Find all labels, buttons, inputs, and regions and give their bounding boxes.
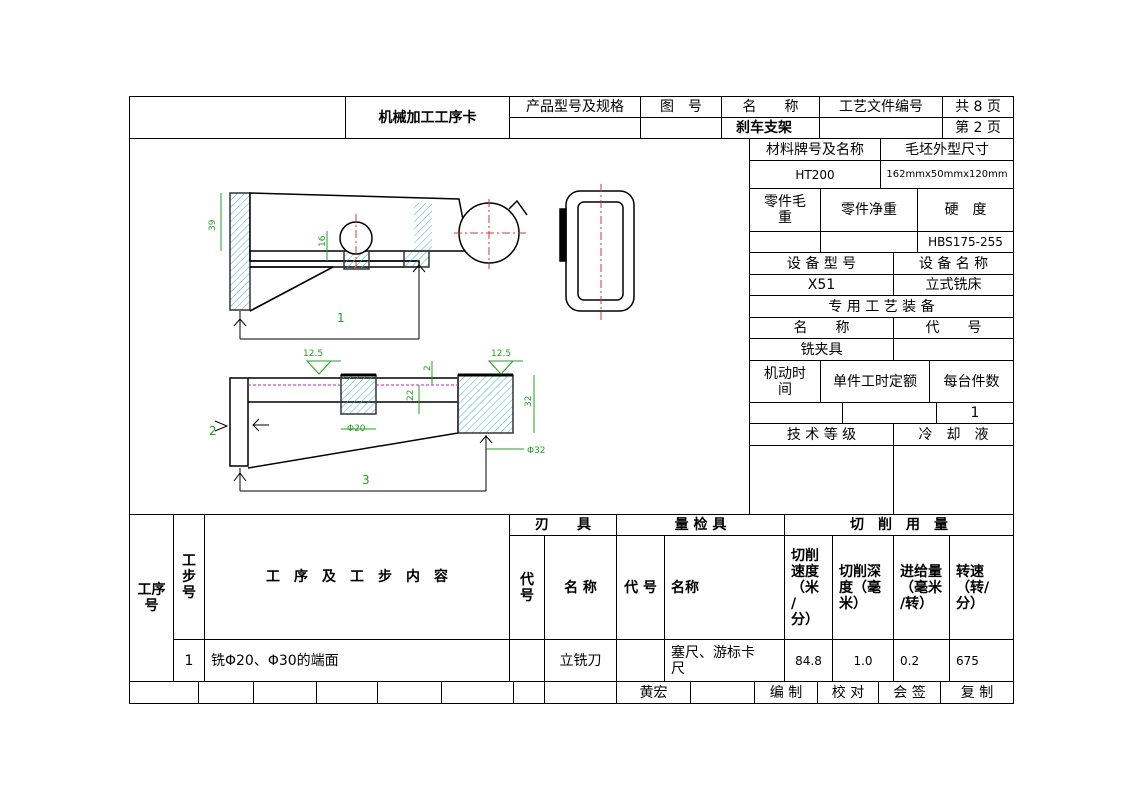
dim-16: 16 (318, 235, 328, 247)
sign-label: 会 签 (878, 681, 941, 704)
fixture-header: 专 用 工 艺 装 备 (749, 295, 1014, 318)
gauge-code-header: 代 号 (616, 535, 665, 640)
footer-cell-7 (513, 681, 545, 704)
footer-cell-4 (316, 681, 378, 704)
footer-cell-10 (690, 681, 755, 704)
speed-header: 切削 速度 （米 / 分） (784, 535, 833, 640)
equipment-model-label: 设 备 型 号 (749, 252, 894, 275)
blank-size-label: 毛坯外型尺寸 (880, 138, 1014, 161)
equipment-model-value: X51 (749, 274, 894, 296)
row-content: 铣Φ20、Φ30的端面 (204, 639, 510, 682)
tech-grade-label: 技 术 等 级 (749, 423, 894, 446)
footer-cell-2 (198, 681, 254, 704)
product-model-label: 产品型号及规格 (509, 96, 641, 118)
dim-32: 32 (524, 396, 534, 407)
dim-39: 39 (208, 219, 218, 231)
drawing-no-value (640, 117, 722, 139)
drawing-no-label: 图 号 (640, 96, 722, 118)
label-2: 2 (209, 424, 217, 438)
row-gauge-code (616, 639, 665, 682)
fixture-code-value (893, 338, 1014, 361)
equipment-name-label: 设 备 名 称 (893, 252, 1014, 275)
row-rpm: 675 (949, 639, 1014, 682)
row-speed: 84.8 (784, 639, 833, 682)
header-blank (129, 96, 346, 139)
net-weight-value (820, 231, 918, 253)
material-value: HT200 (749, 160, 881, 189)
depth-header: 切削深 度（毫 米） (832, 535, 894, 640)
row-depth: 1.0 (832, 639, 894, 682)
dim-phi32: Φ32 (527, 446, 546, 456)
equipment-name-value: 立式铣床 (893, 274, 1014, 296)
label-1: 1 (337, 311, 345, 325)
machine-time-label: 机动时 间 (749, 360, 821, 403)
hardness-label: 硬 度 (917, 188, 1014, 232)
cutter-header: 刃 具 (509, 514, 617, 536)
gauge-name-header: 名称 (664, 535, 785, 640)
machine-time-value (749, 402, 843, 424)
bottom-view (229, 373, 514, 469)
fixture-code-label: 代 号 (893, 317, 1014, 339)
name-label: 名 称 (721, 96, 820, 118)
cutter-name-header: 名 称 (544, 535, 617, 640)
content-header: 工 序 及 工 步 内 容 (204, 514, 510, 640)
unit-time-label: 单件工时定额 (820, 360, 930, 403)
hardness-value: HBS175-255 (917, 231, 1014, 253)
designer-name: 黄宏 (616, 681, 691, 704)
doc-no-value (819, 117, 943, 139)
card-title: 机械加工工序卡 (345, 96, 510, 139)
fixture-name-label: 名 称 (749, 317, 894, 339)
coolant-value (893, 445, 1014, 515)
unit-time-value (842, 402, 937, 424)
gauge-header: 量 检 具 (616, 514, 785, 536)
product-model-value (509, 117, 641, 139)
cutting-header: 切 削 用 量 (784, 514, 1014, 536)
row-cutter-name: 立铣刀 (544, 639, 617, 682)
material-label: 材料牌号及名称 (749, 138, 881, 161)
dim-2: 2 (423, 365, 433, 371)
row-feed: 0.2 (893, 639, 950, 682)
part-name: 刹车支架 (721, 117, 820, 139)
per-unit-value: 1 (936, 402, 1014, 424)
front-view (229, 192, 528, 312)
dim-22: 22 (406, 390, 416, 401)
footer-cell-1 (129, 681, 199, 704)
footer-cell-8 (544, 681, 617, 704)
side-view (559, 190, 635, 312)
roughness-right: 12.5 (491, 349, 511, 359)
footer-cell-5 (377, 681, 442, 704)
compile-label: 编 制 (754, 681, 818, 704)
feed-header: 进给量 （毫米 /转） (893, 535, 950, 640)
tech-grade-value (749, 445, 894, 515)
dim-phi20: Φ20 (347, 424, 366, 434)
page-no: 第 2 页 (942, 117, 1014, 139)
roughness-left: 12.5 (303, 349, 323, 359)
row-gauge-name: 塞尺、游标卡 尺 (664, 639, 785, 682)
fixture-name-value: 铣夹具 (749, 338, 894, 361)
cutter-code-header: 代 号 (509, 535, 545, 640)
doc-no-label: 工艺文件编号 (819, 96, 943, 118)
gross-weight-value (749, 231, 821, 253)
copy-label: 复 制 (940, 681, 1014, 704)
footer-cell-3 (253, 681, 317, 704)
label-3: 3 (362, 473, 370, 487)
per-unit-label: 每台件数 (929, 360, 1014, 403)
step-no-header: 工 步 号 (173, 514, 205, 640)
gross-weight-label: 零件毛 重 (749, 188, 821, 232)
op-no-header: 工序 号 (129, 514, 174, 682)
rpm-header: 转速 （转/ 分） (949, 535, 1014, 640)
total-pages: 共 8 页 (942, 96, 1014, 118)
blank-size-value: 162mmx50mmx120mm (880, 160, 1014, 189)
row-step: 1 (173, 639, 205, 682)
footer-cell-6 (441, 681, 514, 704)
coolant-label: 冷 却 液 (893, 423, 1014, 446)
check-label: 校 对 (817, 681, 879, 704)
net-weight-label: 零件净重 (820, 188, 918, 232)
row-cutter-code (509, 639, 545, 682)
part-drawing: 39 16 1 12.5 12.5 2 (208, 184, 635, 492)
